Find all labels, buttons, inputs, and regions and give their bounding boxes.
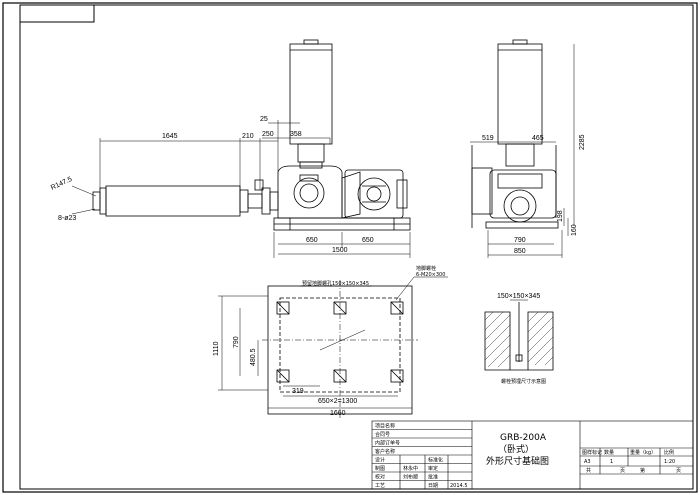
dim-650-right: 650	[362, 237, 374, 244]
tb-head-2: 重量（kg）	[630, 449, 656, 456]
front-dims	[71, 120, 411, 258]
dim-519: 519	[482, 135, 494, 142]
tb-head-0: 图样标记	[582, 449, 602, 456]
dim-1660: 1660	[330, 410, 346, 417]
vertical-silencer	[289, 43, 333, 145]
tb-sheet-3: 页	[676, 468, 681, 474]
front-view	[92, 39, 411, 231]
dim-198: 198	[557, 210, 564, 222]
dim-480-5: 480.5	[250, 348, 257, 366]
tb-r5c2: 审定	[428, 465, 438, 472]
dim-160: 160	[571, 224, 578, 236]
dim-850: 850	[514, 248, 526, 255]
tb-val-0: A3	[584, 459, 591, 465]
dim-1645: 1645	[162, 133, 178, 140]
dim-r1475: R147.5	[50, 176, 74, 192]
side-silencer	[497, 43, 543, 145]
title-block-text: 项目名称 合同号 内部订单号 客户名称 设计 标准化 制图 林永中 审定 校对 …	[375, 423, 681, 490]
detail-dim: 150×150×345	[497, 293, 540, 300]
tb-val-1: 1	[610, 459, 613, 465]
tb-r1c0: 合同号	[375, 431, 390, 438]
motor	[344, 169, 404, 219]
dim-465: 465	[532, 135, 544, 142]
side-blower	[489, 169, 557, 219]
tb-head-1: 数量	[604, 449, 614, 456]
tb-r4c2: 标准化	[428, 457, 443, 464]
anchor-bolt-label: 地脚螺栓	[416, 265, 436, 272]
tb-r0c0: 项目名称	[375, 423, 395, 430]
tb-r3c0: 客户名称	[375, 448, 395, 455]
dim-358: 358	[290, 131, 302, 138]
plan-dims	[218, 276, 448, 409]
dim-650x2: 650×2=1300	[318, 398, 357, 405]
dim-210: 210	[242, 133, 254, 140]
dim-holes: 8-ø23	[58, 215, 76, 222]
tb-model: GRB-200A	[500, 433, 547, 443]
horizontal-silencer	[105, 185, 241, 217]
dim-650-left: 650	[306, 237, 318, 244]
tb-r6c2: 批准	[428, 474, 438, 481]
tb-sheet-0: 共	[586, 467, 591, 474]
blower-casing	[277, 165, 343, 219]
tb-head-3: 比例	[664, 449, 674, 456]
tb-r4c0: 设计	[375, 457, 385, 464]
title-block	[371, 420, 694, 490]
bolt-detail	[484, 299, 554, 371]
tb-r6c0: 校对	[375, 474, 385, 481]
dim-2285: 2285	[579, 134, 586, 150]
side-dims	[470, 44, 575, 258]
dim-1500: 1500	[332, 247, 348, 254]
dim-1110: 1110	[213, 341, 220, 356]
inner-border	[19, 4, 694, 490]
bolt-pockets	[276, 301, 404, 383]
tb-val-3: 1:20	[664, 459, 675, 465]
dim-790-plan: 790	[233, 336, 240, 348]
tb-r7c2: 日期	[428, 483, 438, 489]
tb-r5c1: 林永中	[403, 465, 418, 472]
tb-r6c1: 刘布顺	[403, 474, 418, 481]
corner-box	[19, 4, 95, 23]
tb-r2c0: 内部订单号	[375, 440, 400, 447]
dim-319: 319	[292, 388, 304, 395]
tb-r5c0: 制图	[375, 465, 385, 472]
dim-250: 250	[262, 131, 274, 138]
pit-label: 预留地脚螺孔150×150×345	[302, 280, 369, 287]
detail-caption: 螺栓预埋尺寸示意图	[501, 378, 546, 385]
tb-subtype: （卧式）	[498, 443, 534, 455]
tb-sheet-2: 第	[640, 467, 645, 474]
dim-25: 25	[260, 116, 268, 123]
tb-date: 2014.5	[450, 483, 468, 489]
side-view	[471, 39, 559, 229]
tb-drawing-name: 外形尺寸基础图	[486, 455, 549, 467]
base-outline	[279, 297, 401, 393]
anchor-bolt-spec: 6-M20×300	[416, 272, 445, 278]
tb-r7c0: 工艺	[375, 483, 385, 489]
dim-790: 790	[514, 237, 526, 244]
tb-sheet-1: 页	[620, 468, 625, 474]
